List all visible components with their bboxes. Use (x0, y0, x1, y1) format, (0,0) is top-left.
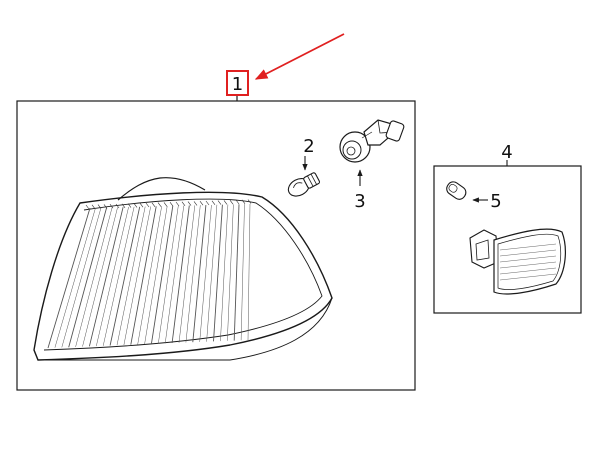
lens-rib-line (75, 207, 113, 347)
lamp-lens-rim (43, 198, 323, 351)
callout-5-label: 5 (490, 191, 501, 212)
lamp-lower-flange (33, 297, 333, 361)
lens-rib-line (68, 207, 108, 348)
lens-rib-line (61, 207, 102, 348)
lens-rib-line (150, 205, 174, 344)
lens-rib-line (96, 206, 129, 347)
lens-rim-texture (151, 202, 156, 207)
lens-rim-texture (115, 203, 120, 209)
lens-rib-line (82, 207, 118, 347)
lens-rim-texture (103, 204, 108, 209)
corner-lamp-assembly (33, 177, 333, 361)
lamp-housing-back (117, 177, 206, 201)
lens-rim-texture (109, 204, 114, 209)
lens-rib-line (247, 203, 251, 341)
lens-rib-line (144, 206, 168, 345)
lens-rib-line (199, 204, 212, 342)
lens-rim-texture (139, 203, 144, 208)
lens-rim-texture (223, 200, 228, 205)
lens-rim-texture (97, 204, 102, 209)
lens-rib-line (47, 207, 91, 349)
side-lens-rib (499, 267, 557, 275)
side-lens-rib (499, 243, 557, 251)
lens-rim-texture (217, 200, 222, 205)
lens-rim-texture (169, 202, 174, 207)
lamp-lens-ribs (47, 199, 252, 349)
side-marker-lamp-icon (469, 228, 566, 295)
lens-rim-texture (211, 200, 216, 205)
lens-rib-line (54, 207, 96, 348)
lamp-lens-outline (33, 191, 333, 361)
lens-rib-line (171, 205, 190, 344)
side-lens-rib (499, 249, 557, 257)
bulb-part: 2 (287, 136, 321, 197)
lens-rim-texture (157, 202, 162, 207)
lens-rib-line (116, 206, 146, 346)
lens-rim-texture (181, 201, 186, 206)
side-bulb-icon (446, 181, 467, 200)
lens-rib-line (178, 205, 196, 343)
red-pointer-arrow (254, 33, 345, 80)
side-group-box (433, 165, 582, 314)
callout-2-label: 2 (303, 136, 314, 157)
lens-rib-line (192, 205, 207, 343)
lens-rim-texture (205, 200, 210, 206)
lens-rim-texture (187, 201, 192, 206)
callout-4-label: 4 (501, 142, 512, 163)
bulb-icon (287, 172, 321, 197)
socket-icon (339, 119, 405, 163)
lens-rib-line (158, 205, 179, 344)
lens-rim-texture (91, 204, 96, 209)
lens-rim-texture (133, 203, 138, 208)
lens-rim-texture (85, 204, 90, 210)
lens-rib-line (213, 204, 223, 342)
lens-rib-line (88, 207, 124, 347)
side-lens-rib (499, 273, 557, 281)
callout-1-label: 1 (232, 74, 243, 95)
lens-rib-line (109, 206, 141, 346)
lens-rib-line (185, 205, 201, 343)
lens-rib-line (206, 204, 218, 342)
lens-rim-texture (145, 202, 150, 208)
callout-1-highlight-box (226, 70, 249, 96)
lens-rim-texture (163, 202, 168, 207)
lens-rib-line (240, 204, 245, 341)
lens-rib-line (220, 204, 229, 342)
lens-rib-line (123, 206, 151, 346)
side-marker-group: 4 5 (433, 142, 582, 314)
socket-part: 3 (339, 119, 405, 212)
lens-rib-line (102, 206, 135, 346)
main-group-box (16, 100, 416, 391)
lens-rim-texture (235, 199, 240, 205)
lens-rim-texture (247, 199, 252, 204)
side-lens-rib (499, 255, 557, 263)
lens-rim-texture (121, 203, 126, 208)
lens-rib-line (227, 204, 234, 341)
lens-rim-texture (199, 201, 204, 206)
lens-rim-texture (229, 200, 234, 205)
lens-rib-line (130, 206, 157, 345)
lens-rib-line (137, 206, 162, 345)
lens-rim-texture (175, 201, 180, 207)
callout-1-group: 1 (226, 33, 345, 101)
side-lens-rib (499, 261, 557, 269)
lens-rim-texture (241, 199, 246, 204)
lens-rib-line (164, 205, 185, 344)
lens-rim-texture (193, 201, 198, 206)
lens-rib-line (233, 204, 240, 341)
lens-rim-texture (127, 203, 132, 208)
callout-3-label: 3 (354, 191, 365, 212)
